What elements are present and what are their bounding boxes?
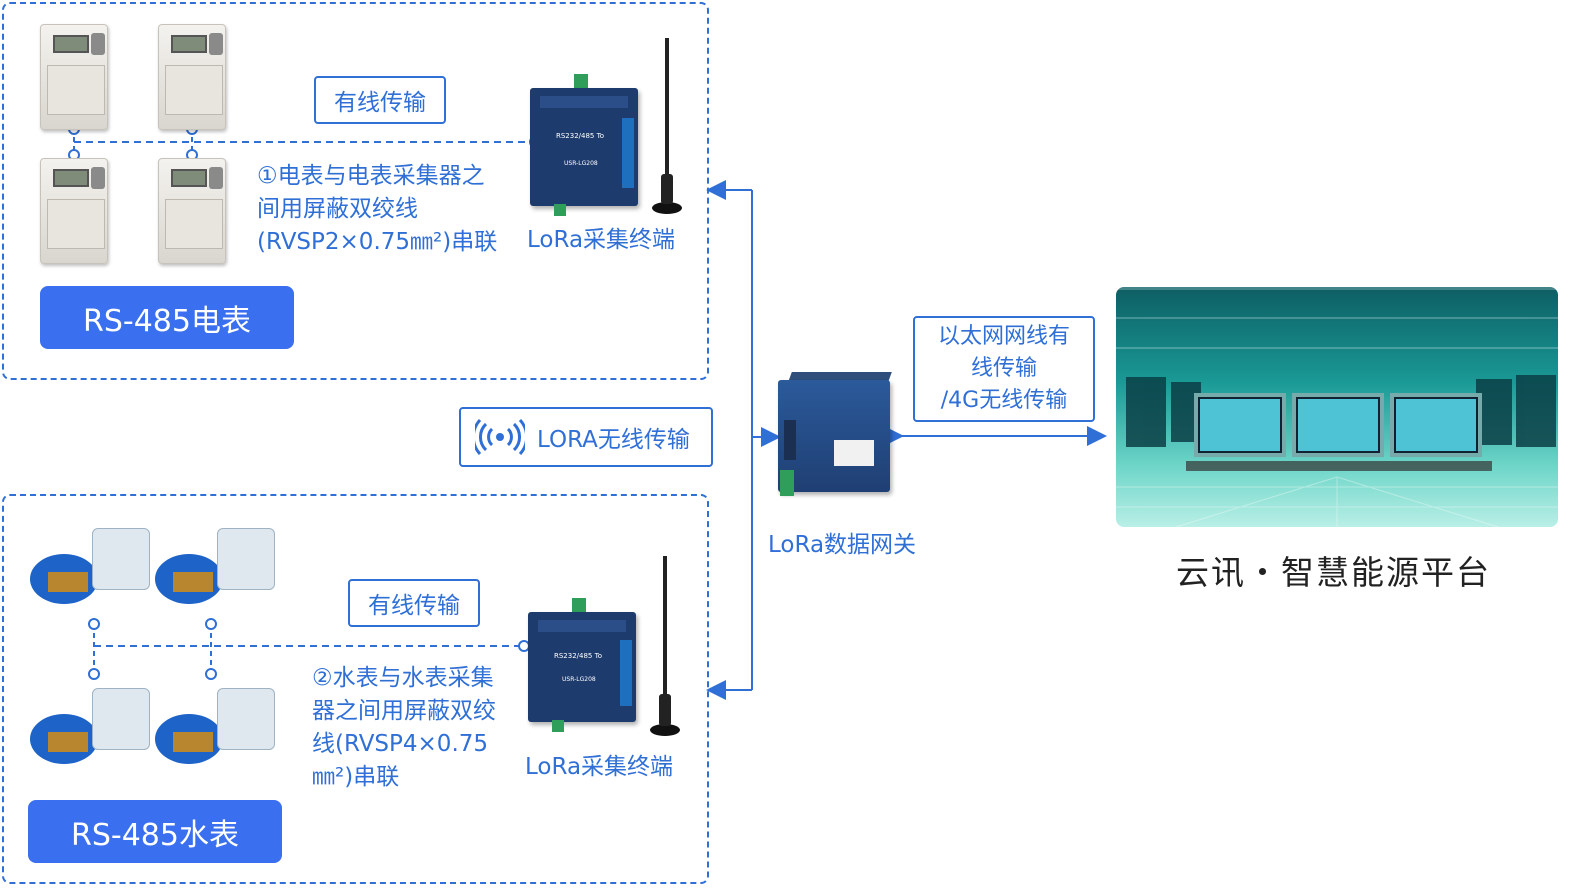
description-line: ②水表与水表采集	[312, 665, 494, 691]
wired-transmission-text: 有线传输	[368, 593, 460, 619]
electric-meter-image	[40, 24, 108, 130]
electric-meter-image	[40, 158, 108, 264]
lora-terminal-device: RS232/485 To USR-LG208	[528, 598, 638, 738]
water-meter-group	[2, 494, 709, 884]
gateway-label: LoRa数据网关	[768, 532, 917, 558]
button-label: RS-485电表	[83, 303, 251, 339]
electric-meter-group	[2, 2, 709, 380]
terminal-label: LoRa采集终端	[527, 227, 676, 253]
water-meter-image	[30, 680, 152, 770]
uplink-transmission-label: 以太网网线有 线传输 /4G无线传输	[913, 316, 1095, 422]
device-model-text: RS232/485 To	[556, 132, 604, 140]
antenna-icon	[648, 556, 682, 742]
rs485-water-meter-button[interactable]: RS-485水表	[28, 800, 282, 863]
water-meter-image	[155, 520, 277, 610]
lora-wireless-label: LORA无线传输	[459, 407, 713, 467]
water-meter-image	[155, 680, 277, 770]
uplink-line: /4G无线传输	[940, 388, 1068, 413]
device-sku-text: USR-LG208	[564, 160, 598, 167]
platform-image	[1116, 287, 1558, 527]
lora-terminal-device: RS232/485 To USR-LG208	[530, 74, 640, 216]
electric-wiring-description: ①电表与电表采集器之 间用屏蔽双绞线 (RVSP2×0.75㎜²)串联	[257, 160, 507, 259]
wired-transmission-label: 有线传输	[314, 76, 446, 124]
wireless-signal-icon	[475, 419, 525, 455]
rs485-electric-meter-button[interactable]: RS-485电表	[40, 286, 294, 349]
description-line: 间用屏蔽双绞线	[257, 196, 418, 222]
platform-title: 云讯・智慧能源平台	[1176, 553, 1491, 592]
wired-transmission-text: 有线传输	[334, 90, 426, 116]
water-wiring-description: ②水表与水表采集 器之间用屏蔽双绞 线(RVSP4×0.75 ㎜²)串联	[312, 662, 512, 794]
terminal-label: LoRa采集终端	[525, 754, 674, 780]
description-line: 器之间用屏蔽双绞	[312, 698, 496, 724]
description-line: (RVSP2×0.75㎜²)串联	[257, 229, 498, 255]
water-meter-image	[30, 520, 152, 610]
platform-graphic	[1116, 287, 1558, 527]
lora-gateway-device	[778, 372, 894, 500]
description-line: 线(RVSP4×0.75	[312, 731, 489, 757]
device-sku-text: USR-LG208	[562, 676, 596, 683]
electric-meter-image	[158, 24, 226, 130]
description-line: ①电表与电表采集器之	[257, 163, 485, 189]
uplink-line: 以太网网线有	[937, 324, 1070, 349]
button-label: RS-485水表	[71, 817, 239, 853]
uplink-line: 线传输	[970, 356, 1037, 381]
wireless-label-text: LORA无线传输	[537, 427, 690, 453]
electric-meter-image	[158, 158, 226, 264]
device-model-text: RS232/485 To	[554, 652, 602, 660]
antenna-icon	[650, 38, 684, 218]
description-line: ㎜²)串联	[312, 764, 400, 790]
wired-transmission-label: 有线传输	[348, 579, 480, 627]
